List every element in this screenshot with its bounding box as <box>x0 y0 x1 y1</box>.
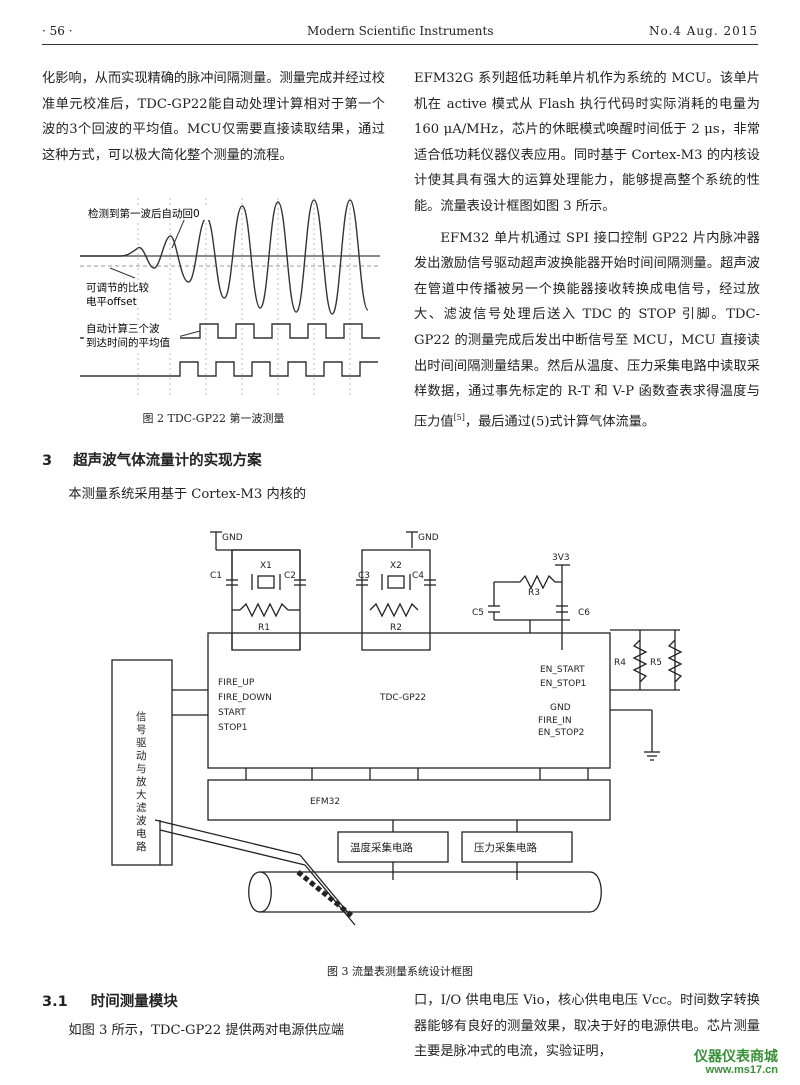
signal-block-char: 滤 <box>136 801 147 814</box>
page-number: · 56 · <box>42 24 73 38</box>
section-number: 3 <box>42 453 53 469</box>
temp-circuit-label: 温度采集电路 <box>350 841 413 854</box>
r2-label: R2 <box>390 623 402 633</box>
efm32-label: EFM32 <box>310 797 340 807</box>
signal-block-char: 动 <box>136 750 147 762</box>
watermark: 仪器仪表商城 www.ms17.cn <box>694 1049 778 1077</box>
fig2-label-detect: 检测到第一波后自动回0 <box>88 207 200 220</box>
vcc-label: 3V3 <box>552 553 570 563</box>
section-3-heading: 3 超声波气体流量计的实现方案 <box>42 449 262 470</box>
c1-label: C1 <box>210 571 222 581</box>
r3-label: R3 <box>528 588 540 598</box>
signal-block-char: 与 <box>136 763 147 775</box>
paragraph: EFM32G 系列超低功耗单片机作为系统的 MCU。该单片机在 active 模… <box>414 71 760 214</box>
paragraph-tail: ，最后通过(5)式计算气体流量。 <box>464 414 656 430</box>
signal-block-char: 路 <box>136 840 147 853</box>
paragraph-body: EFM32 单片机通过 SPI 接口控制 GP22 片内脉冲器发出激励信号驱动超… <box>414 230 760 430</box>
r1-label: R1 <box>258 623 270 633</box>
pin-en-start: EN_START <box>540 665 585 675</box>
section-title: 时间测量模块 <box>90 994 178 1010</box>
r4-label: R4 <box>614 658 626 668</box>
x1-label: X1 <box>260 561 272 571</box>
signal-block-char: 信 <box>136 711 147 723</box>
pin-start: START <box>218 708 246 718</box>
pin-fire-up: FIRE_UP <box>218 678 255 688</box>
journal-name: Modern Scientific Instruments <box>307 24 494 38</box>
pin-fire-down: FIRE_DOWN <box>218 693 272 703</box>
c6-label: C6 <box>578 608 590 618</box>
pin-en-stop1: EN_STOP1 <box>540 679 586 689</box>
left-column-text: 化影响，从而实现精确的脉冲间隔测量。测量完成并经过校准单元校准后，TDC-GP2… <box>42 66 385 168</box>
signal-block-char: 驱 <box>136 737 147 749</box>
pin-stop1: STOP1 <box>218 723 247 733</box>
bottom-left-text: 如图 3 所示，TDC-GP22 提供两对电源供应端 <box>42 1018 385 1044</box>
signal-block-char: 电 <box>136 827 147 840</box>
section-number: 3.1 <box>42 994 68 1010</box>
pin-fire-in: FIRE_IN <box>538 716 572 726</box>
r5-label: R5 <box>650 658 662 668</box>
fig2-label-offset-1: 可调节的比较 <box>86 281 149 294</box>
paragraph: 口，I/O 供电电压 Vio，核心供电电压 Vcc。时间数字转换器能够有良好的测… <box>414 993 760 1060</box>
x2-label: X2 <box>390 561 402 571</box>
signal-block-char: 波 <box>136 814 147 827</box>
c4-label: C4 <box>412 571 424 581</box>
signal-block-char: 大 <box>136 788 147 801</box>
fig2-label-offset-2: 电平offset <box>86 295 137 308</box>
gnd-label-1: GND <box>222 533 243 543</box>
fig2-label-avg-1: 自动计算三个波 <box>86 322 160 335</box>
tdc-chip-label: TDC-GP22 <box>379 693 426 703</box>
c2-label: C2 <box>284 571 296 581</box>
c3-label: C3 <box>358 571 370 581</box>
running-header: · 56 · Modern Scientific Instruments No.… <box>42 18 758 45</box>
section-3-1-heading: 3.1 时间测量模块 <box>42 990 178 1011</box>
section-title: 超声波气体流量计的实现方案 <box>73 453 262 469</box>
c5-label: C5 <box>472 608 484 618</box>
paragraph: 如图 3 所示，TDC-GP22 提供两对电源供应端 <box>68 1023 345 1038</box>
figure-3-caption: 图 3 流量表测量系统设计框图 <box>327 965 473 978</box>
pin-gnd: GND <box>550 703 571 713</box>
left-column-text-2: 本测量系统采用基于 Cortex-M3 内核的 <box>42 482 385 508</box>
press-circuit-label: 压力采集电路 <box>474 841 537 854</box>
figure-3-block-diagram: GND GND 3V3 X1 X2 C1 C2 C3 C4 C5 C6 R1 R… <box>111 531 683 926</box>
watermark-cn: 仪器仪表商城 <box>694 1048 778 1064</box>
pin-en-stop2: EN_STOP2 <box>538 728 584 738</box>
right-column-text: EFM32G 系列超低功耗单片机作为系统的 MCU。该单片机在 active 模… <box>414 66 760 435</box>
paragraph: 化影响，从而实现精确的脉冲间隔测量。测量完成并经过校准单元校准后，TDC-GP2… <box>42 71 385 163</box>
watermark-url: www.ms17.cn <box>705 1064 778 1076</box>
gnd-label-2: GND <box>418 533 439 543</box>
figure-2-waveform: 检测到第一波后自动回0 可调节的比较 电平offset 自动计算三个波 到达时间… <box>80 198 380 398</box>
figure-2-caption: 图 2 TDC-GP22 第一波测量 <box>142 412 285 425</box>
signal-block-char: 号 <box>136 724 147 736</box>
citation: [5] <box>453 412 465 422</box>
fig2-label-avg-2: 到达时间的平均值 <box>86 336 170 349</box>
signal-block-char: 放 <box>136 775 147 788</box>
paragraph: EFM32 单片机通过 SPI 接口控制 GP22 片内脉冲器发出激励信号驱动超… <box>414 226 760 435</box>
paragraph: 本测量系统采用基于 Cortex-M3 内核的 <box>68 487 307 502</box>
issue-info: No.4 Aug. 2015 <box>648 24 758 38</box>
bottom-right-text: 口，I/O 供电电压 Vio，核心供电电压 Vcc。时间数字转换器能够有良好的测… <box>414 988 760 1065</box>
